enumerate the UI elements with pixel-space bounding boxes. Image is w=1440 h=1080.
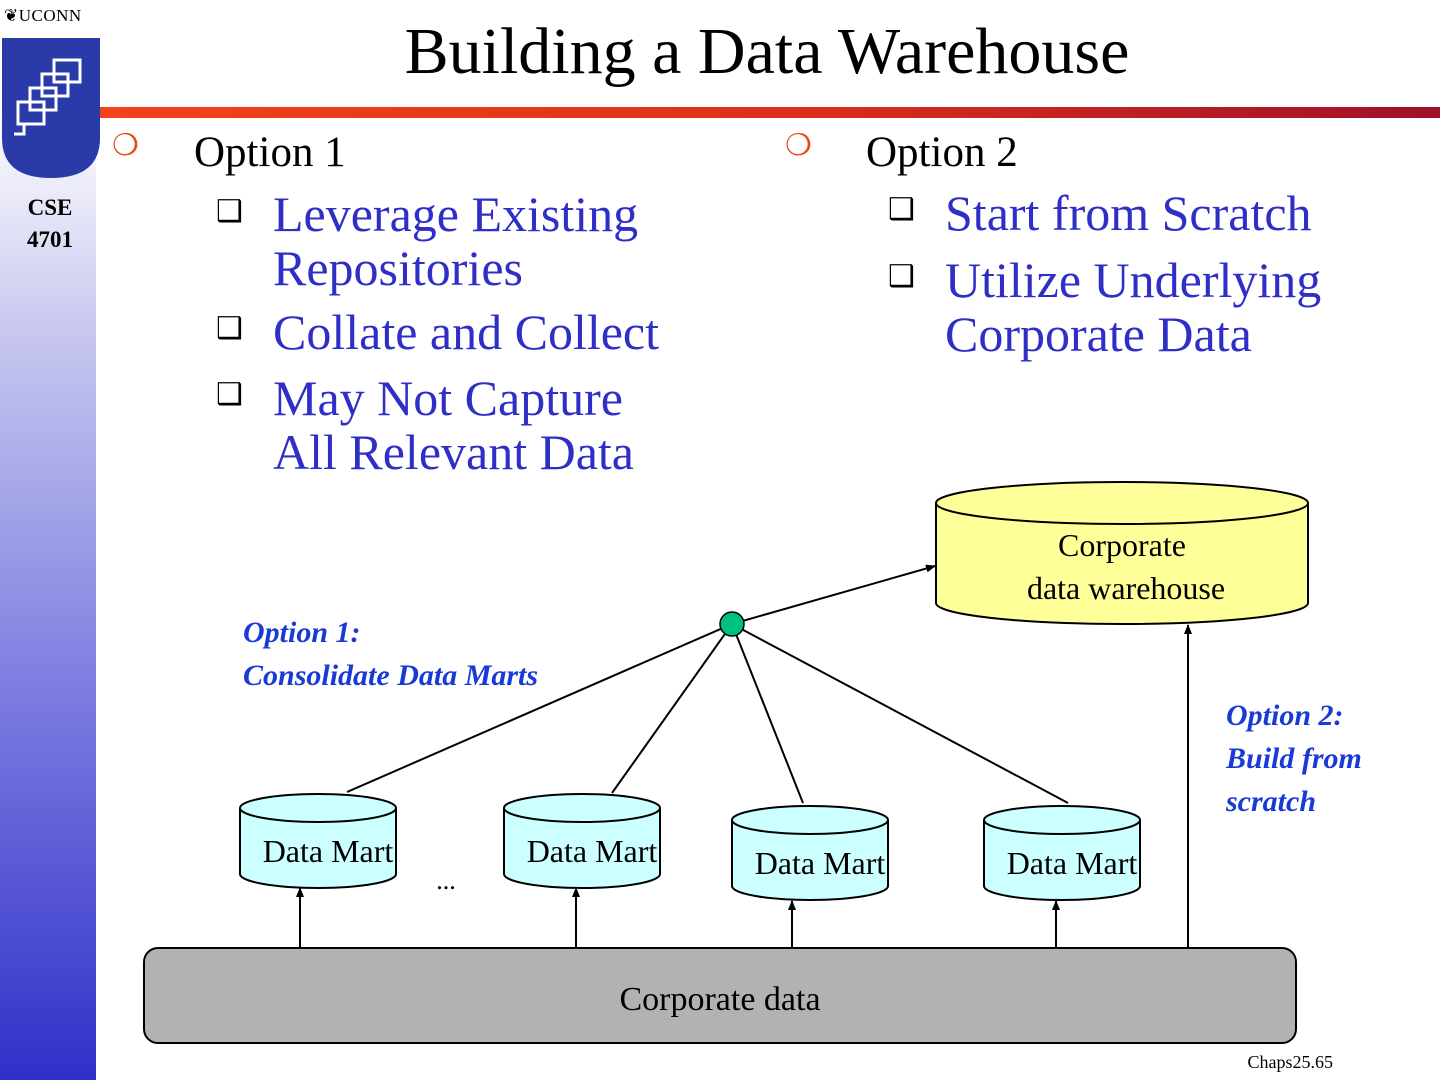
option1-note-line1: Option 1: — [243, 616, 361, 649]
page-title: Building a Data Warehouse — [404, 15, 1130, 88]
consolidation-lines — [346, 564, 1069, 804]
option2-note-line3: scratch — [1226, 785, 1316, 818]
data-mart-label: Data Mart — [263, 833, 394, 869]
option2-item2-line2: Corporate Data — [945, 306, 1252, 362]
data-mart-label: Data Mart — [527, 833, 658, 869]
ellipsis: ... — [436, 866, 456, 895]
option1-note: Option 1: Consolidate Data Marts — [243, 611, 538, 697]
option1-item1-line2: Repositories — [273, 240, 523, 296]
course-label: CSE 4701 — [0, 192, 100, 256]
title-rule — [100, 107, 1440, 118]
option1-item1-line1: Leverage Existing — [273, 186, 639, 242]
data-mart-cylinder: Data Mart — [239, 793, 397, 889]
slide-footer: Chaps25.65 — [1247, 1052, 1334, 1072]
data-mart-cylinder: Data Mart — [503, 793, 661, 889]
junction-node — [719, 611, 745, 637]
checkbox-bullet-icon: ❑ — [216, 378, 243, 411]
course-number: 4701 — [27, 227, 73, 252]
feed-arrows — [296, 624, 1192, 948]
checkbox-bullet-icon: ❑ — [216, 312, 243, 345]
corporate-warehouse-cylinder: Corporate data warehouse — [935, 481, 1309, 625]
cse-logo — [2, 38, 100, 178]
uconn-label: UCONN — [18, 6, 82, 25]
data-mart-label: Data Mart — [755, 845, 886, 881]
ring-bullet-icon: ❍ — [112, 129, 139, 162]
course-dept: CSE — [27, 195, 73, 220]
option1-item3-line1: May Not Capture — [273, 370, 623, 426]
ring-bullet-icon: ❍ — [785, 129, 812, 162]
option2-item2-line1: Utilize Underlying — [945, 252, 1322, 308]
checkbox-bullet-icon: ❑ — [888, 260, 915, 293]
corporate-data-label: Corporate data — [619, 981, 820, 1018]
option2-item1: Start from Scratch — [945, 185, 1312, 241]
corporate-data-box: Corporate data — [143, 947, 1297, 1044]
option2-heading: Option 2 — [866, 129, 1018, 176]
option1-item3-line2: All Relevant Data — [273, 424, 634, 480]
option2-note-line1: Option 2: — [1226, 699, 1344, 732]
data-mart-cylinder: Data Mart — [731, 805, 889, 901]
sidebar-gradient — [0, 0, 96, 1080]
option2-note-line2: Build from — [1226, 742, 1362, 775]
option1-heading: Option 1 — [194, 129, 346, 176]
uconn-wordmark: ❦UCONN — [4, 6, 82, 26]
option2-note: Option 2: Build from scratch — [1226, 694, 1362, 823]
uconn-seal-icon: ❦ — [4, 6, 19, 25]
option1-note-line2: Consolidate Data Marts — [243, 659, 539, 692]
warehouse-label-line2: data warehouse — [1027, 570, 1225, 606]
data-mart-cylinder: Data Mart — [983, 805, 1141, 901]
checkbox-bullet-icon: ❑ — [216, 195, 243, 228]
checkbox-bullet-icon: ❑ — [888, 193, 915, 226]
warehouse-label-line1: Corporate — [1058, 527, 1186, 563]
data-mart-label: Data Mart — [1007, 845, 1138, 881]
option1-item2: Collate and Collect — [273, 304, 660, 360]
